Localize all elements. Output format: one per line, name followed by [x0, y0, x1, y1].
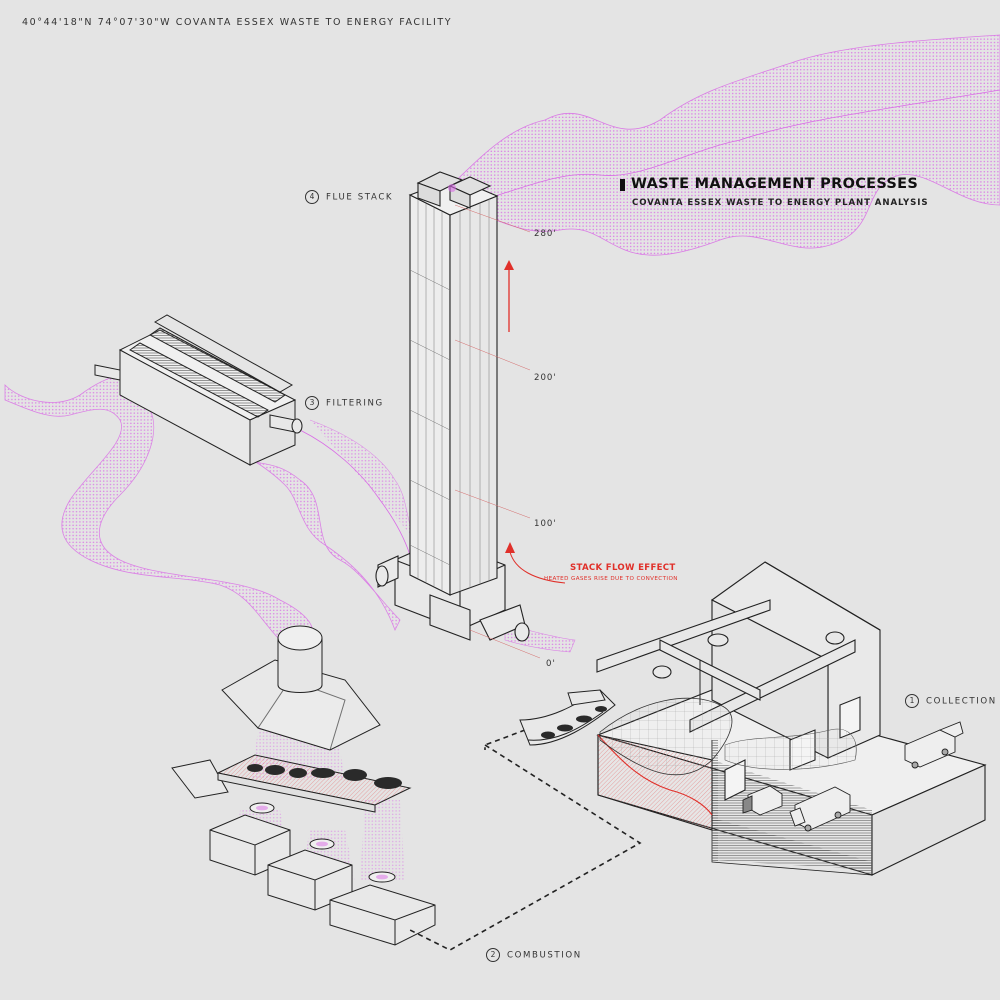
step-label-filtering: 3 FILTERING	[305, 396, 384, 410]
garbage-truck-icon	[904, 721, 964, 769]
title-marker	[620, 179, 625, 191]
step-label: FILTERING	[326, 398, 384, 409]
step-number: 2	[486, 948, 500, 962]
garbage-truck-icon	[789, 786, 851, 832]
height-label-200: 200'	[534, 373, 557, 383]
combustion-chamber	[171, 625, 436, 946]
convection-arrow	[504, 260, 566, 584]
page-title: WASTE MANAGEMENT PROCESSES	[631, 176, 919, 192]
loader-icon	[742, 785, 783, 816]
feed-chute	[519, 689, 616, 746]
collection-building	[596, 561, 987, 876]
step-number: 3	[305, 396, 319, 410]
height-label-280: 280'	[534, 229, 557, 239]
height-leaders	[454, 204, 541, 659]
filter-unit	[94, 314, 303, 466]
step-label: COLLECTION	[926, 696, 997, 707]
page-subtitle: COVANTA ESSEX WASTE TO ENERGY PLANT ANAL…	[632, 198, 929, 208]
flue-stack	[375, 171, 530, 642]
garbage-trucks	[742, 721, 964, 832]
step-number: 1	[905, 694, 919, 708]
process-connector	[409, 729, 642, 951]
step-number: 4	[305, 190, 319, 204]
stack-flow-note: HEATED GASES RISE DUE TO CONVECTION	[544, 576, 678, 582]
location-caption: 40°44'18"N 74°07'30"W COVANTA ESSEX WAST…	[22, 17, 453, 28]
step-label-flue-stack: 4 FLUE STACK	[305, 190, 393, 204]
step-label-collection: 1 COLLECTION	[905, 694, 997, 708]
step-label: FLUE STACK	[326, 192, 394, 203]
height-label-100: 100'	[534, 519, 557, 529]
step-label-combustion: 2 COMBUSTION	[486, 948, 582, 962]
step-label: COMBUSTION	[507, 950, 582, 961]
height-label-0: 0'	[546, 659, 556, 669]
exhaust-plume	[439, 34, 1000, 256]
stack-flow-label: STACK FLOW EFFECT	[570, 563, 676, 573]
